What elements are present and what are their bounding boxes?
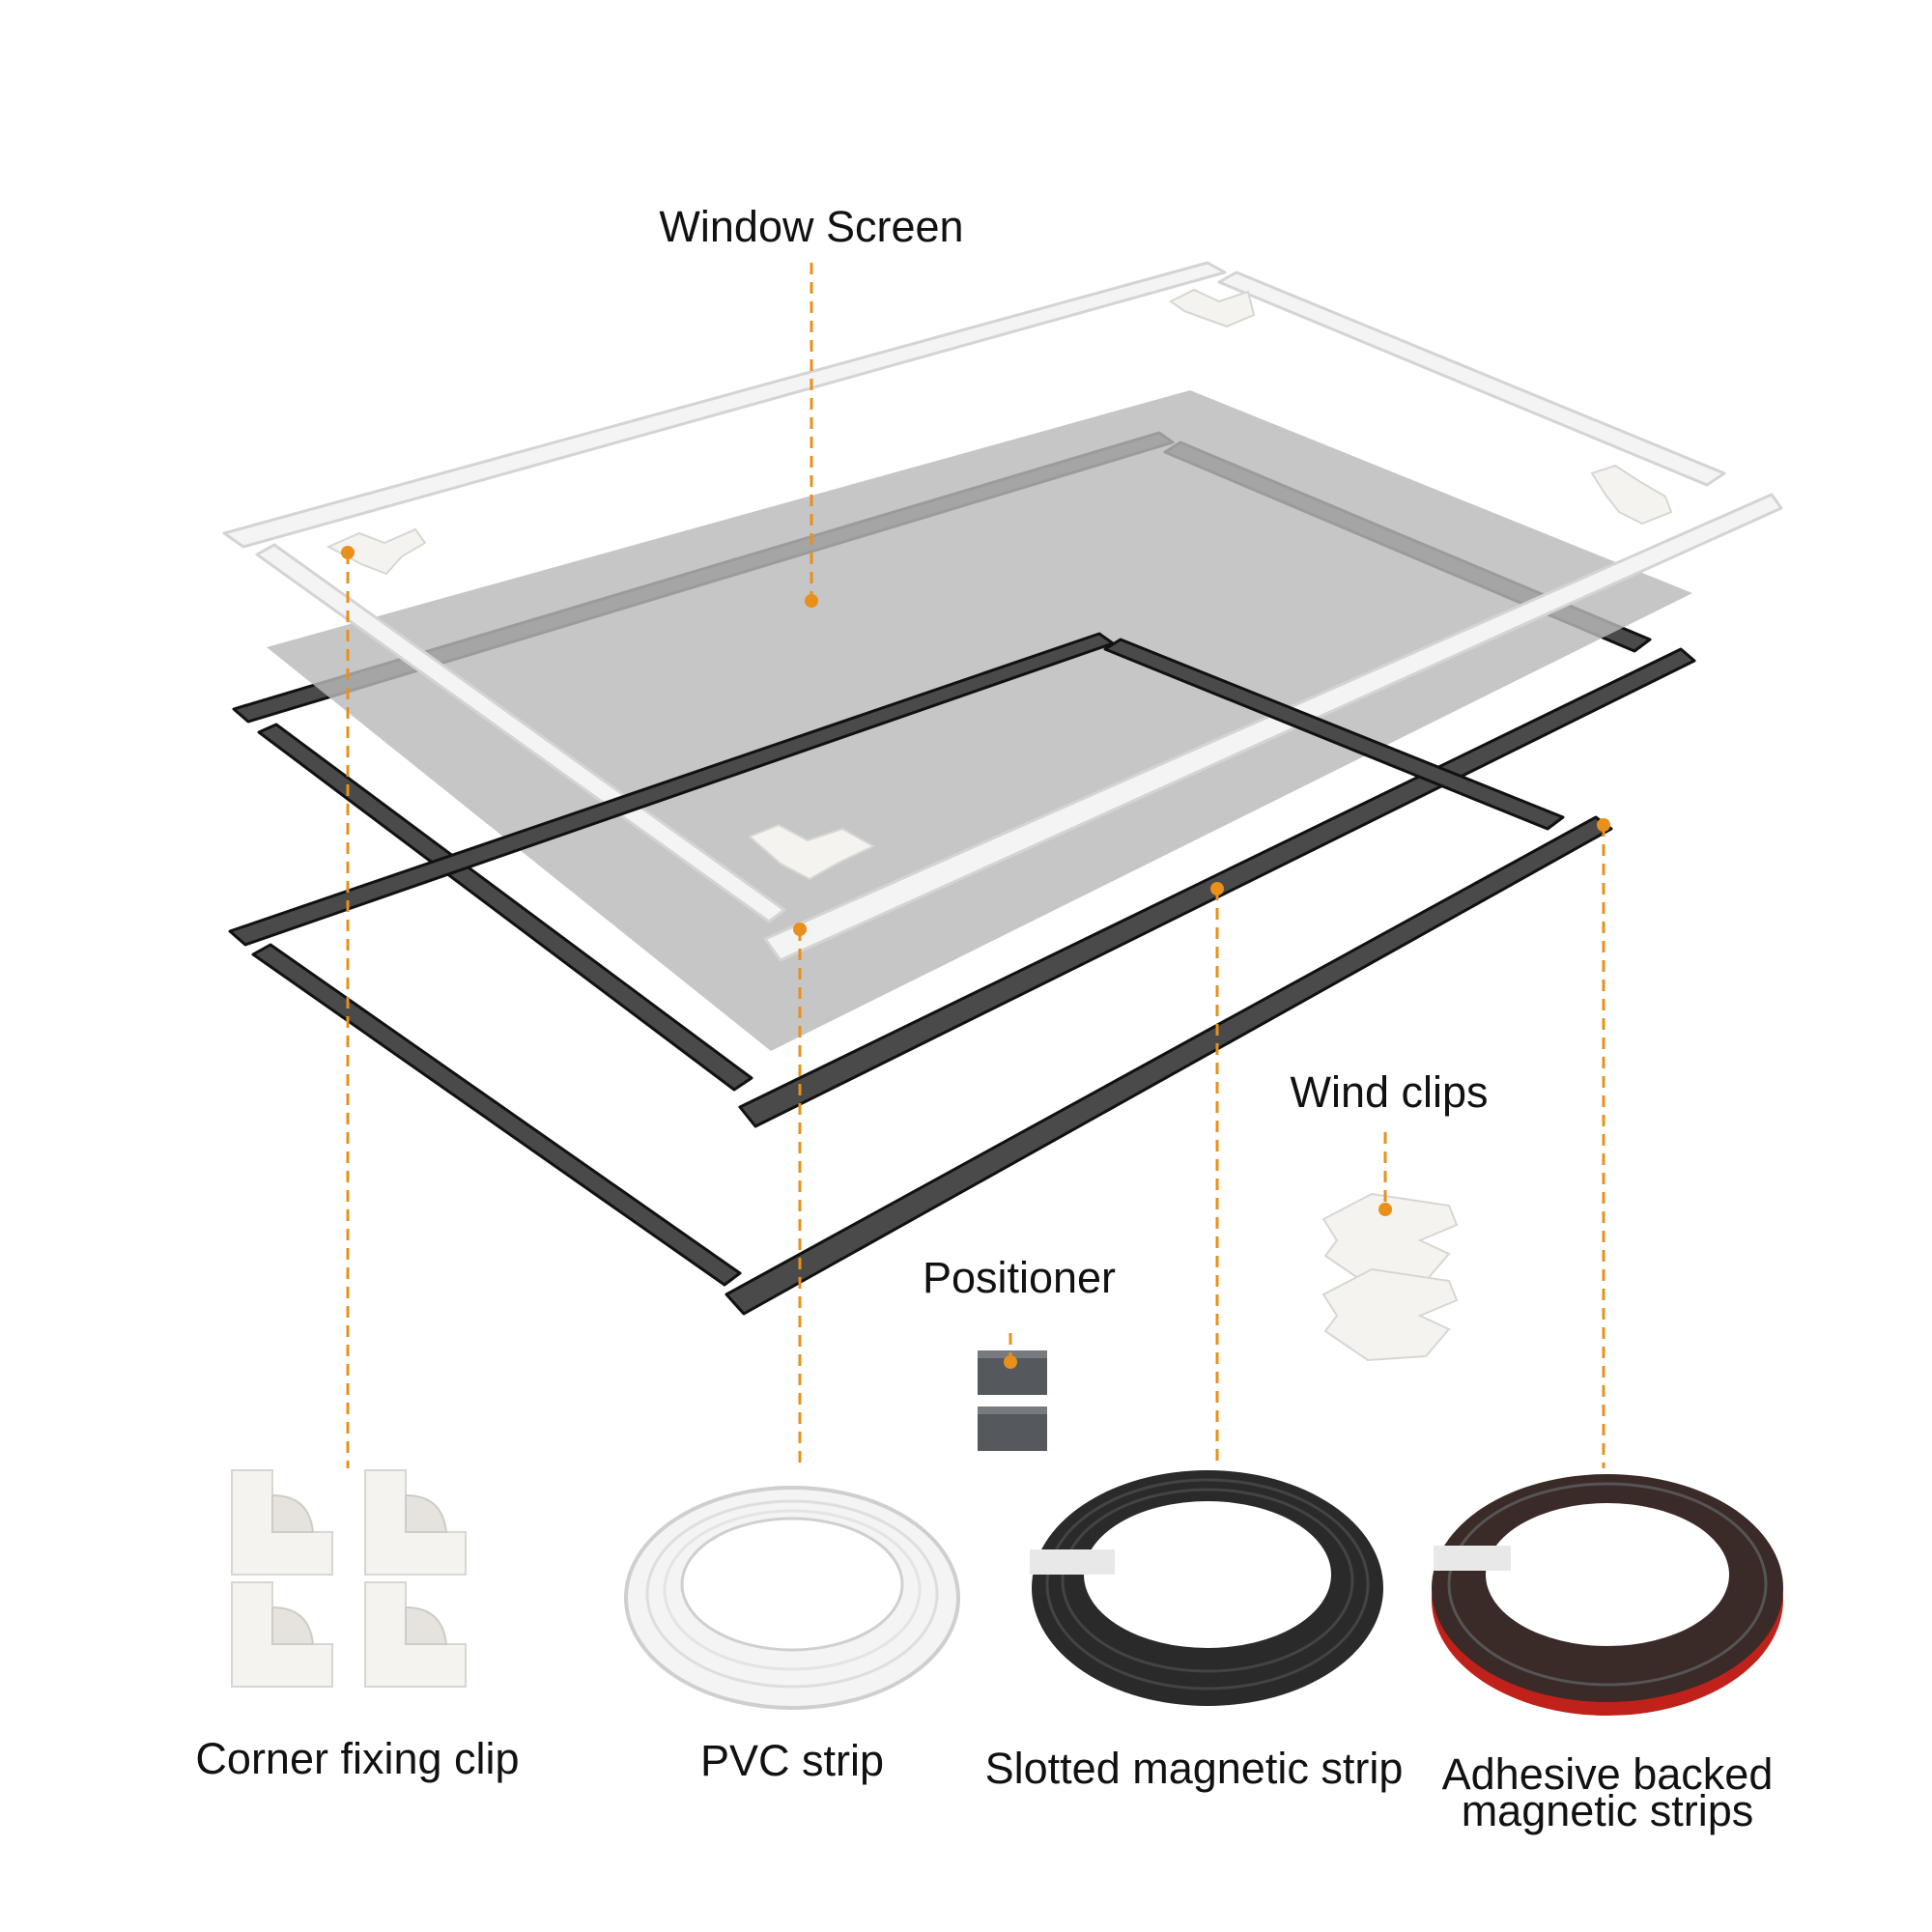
adhesive-backed-label-line1: Adhesive backed [1442, 1749, 1774, 1799]
pvc-frame-top-left-strip [222, 261, 1227, 549]
pvc-frame-corner-clip-top [1169, 288, 1256, 328]
positioner-block-bottom-highlight [978, 1406, 1047, 1414]
dot-positioner [1004, 1355, 1017, 1369]
positioner-label: Positioner [923, 1253, 1116, 1302]
corner-fixing-clip-label: Corner fixing clip [195, 1734, 519, 1783]
wind-clips [1321, 1192, 1459, 1362]
adhesive-backed-label-line2: magnetic strips [1462, 1786, 1754, 1835]
adhesive-magnetic-strip-coil [1432, 1474, 1783, 1716]
corner-fixing-clips [231, 1469, 467, 1688]
dot-pvc-strip [793, 923, 807, 936]
pvc-frame-front-left-strip [255, 543, 786, 923]
corner-fixing-clip-1 [231, 1469, 333, 1576]
magnetic-strip-upper-left [257, 723, 753, 1092]
dot-window-screen [805, 594, 818, 608]
window-screen-title: Window Screen [659, 202, 963, 251]
pvc-frame-corner-clip-left [326, 527, 427, 576]
magnetic-strip-lower-right [724, 815, 1613, 1316]
pvc-frame-front-right-strip [763, 493, 1783, 962]
slotted-magnetic-strip-coil [1030, 1470, 1383, 1706]
wind-clip-top [1321, 1192, 1459, 1287]
adhesive-coil-label-tab [1434, 1546, 1511, 1571]
slotted-magnetic-strip-label: Slotted magnetic strip [985, 1744, 1404, 1793]
dot-adhesive-magnetic-strips [1597, 818, 1610, 832]
dot-slotted-magnetic-strip [1210, 882, 1224, 895]
corner-fixing-clip-2 [364, 1469, 467, 1576]
magnetic-frame-lower [228, 632, 1613, 1316]
magnetic-strip-lower-top-right [1103, 638, 1565, 831]
leader-lines [341, 263, 1610, 1470]
magnetic-strip-lower-left [251, 943, 742, 1287]
dot-wind-clips [1378, 1203, 1392, 1216]
corner-fixing-clip-3 [231, 1581, 333, 1688]
window-screen-mesh [267, 390, 1692, 1051]
pvc-strip-label: PVC strip [700, 1736, 884, 1785]
pvc-strip-coil [624, 1486, 960, 1710]
corner-fixing-clip-4 [364, 1581, 467, 1688]
front-pvc-frame [255, 493, 1783, 962]
pvc-frame-corner-clip-right [1590, 464, 1673, 526]
wind-clips-label: Wind clips [1290, 1067, 1488, 1117]
pvc-frame-top-right-strip [1217, 270, 1726, 487]
top-pvc-frame [222, 261, 1726, 549]
pvc-frame-corner-clip-bottom [748, 823, 876, 881]
positioner-block-top-highlight [978, 1350, 1047, 1358]
dot-corner-fixing-clip [341, 546, 355, 559]
slotted-coil-label-tab [1030, 1549, 1115, 1575]
wind-clip-bottom [1321, 1267, 1459, 1362]
